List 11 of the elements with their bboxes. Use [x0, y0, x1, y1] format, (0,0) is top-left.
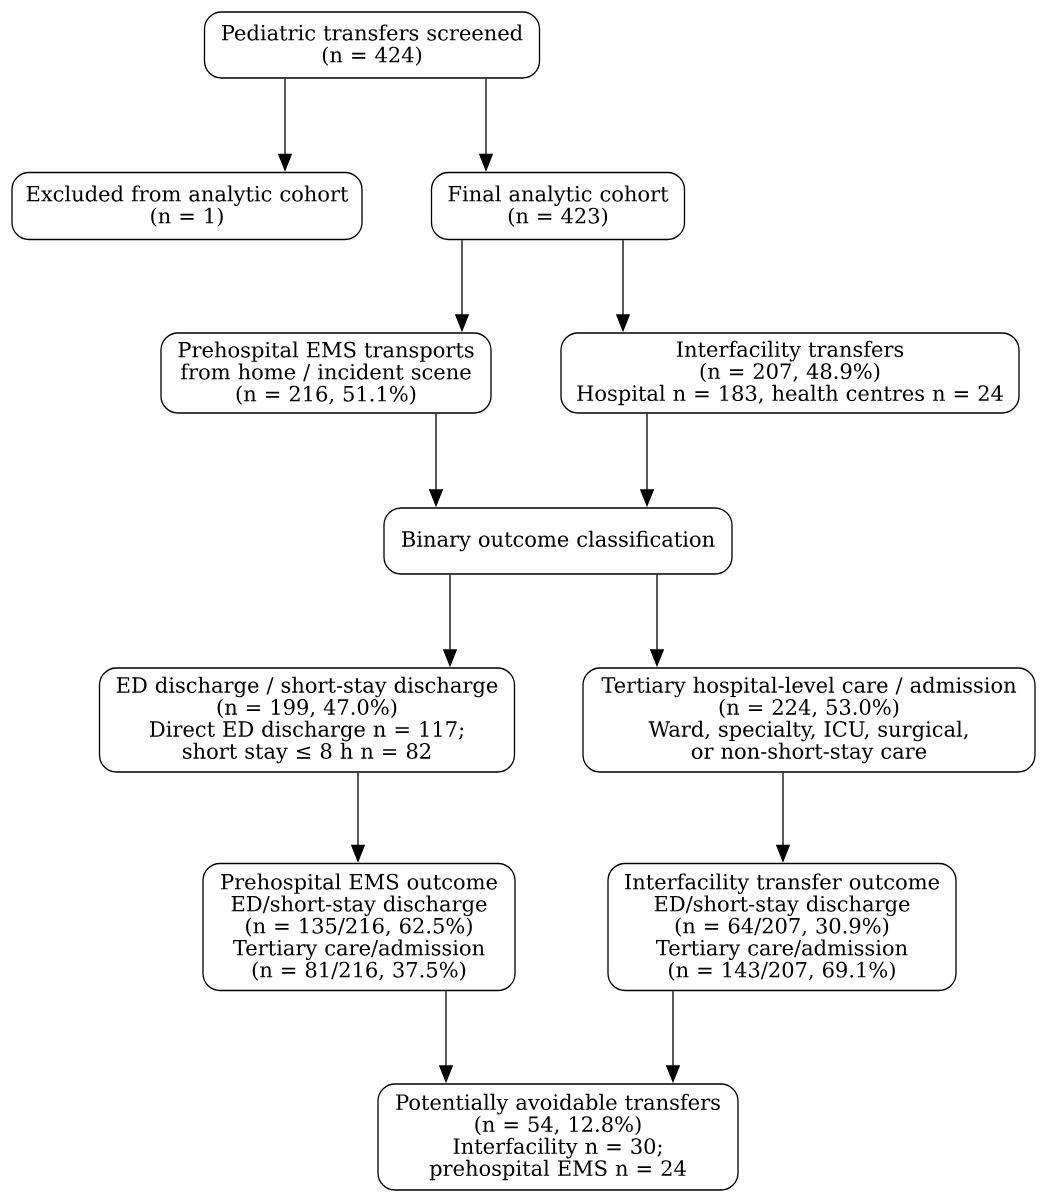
process-box: Prehospital EMS transports from home / incident scene (n = 216, 51.1%)	[160, 332, 492, 414]
process-box: Interfacility transfers (n = 207, 48.9%) Hospital n = 183, health centres n = 24	[560, 332, 1020, 414]
process-box: Potentially avoidable transfers (n = 54, 12.8%) Interfacility n = 30; prehospital EMS n = 24	[377, 1083, 739, 1191]
process-box: ED discharge / short-stay discharge (n = 199, 47.0%) Direct ED discharge n = 117; short stay ≤ 8 h n = 82	[98, 667, 516, 773]
process-box: Binary outcome classification	[383, 507, 733, 575]
process-box: Interfacility transfer outcome ED/short-stay discharge (n = 64/207, 30.9%) Tertiary care/admission (n = 143/207, 69.1%)	[607, 862, 957, 992]
process-box: Prehospital EMS outcome ED/short-stay discharge (n = 135/216, 62.5%) Tertiary care/admission (n = 81/216, 37.5%)	[202, 862, 516, 992]
process-box: Final analytic cohort (n = 423)	[430, 171, 686, 241]
process-box: Pediatric transfers screened (n = 424)	[203, 11, 541, 79]
process-box: Tertiary hospital-level care / admission (n = 224, 53.0%) Ward, specialty, ICU, surgical, or non-short-stay care	[582, 667, 1036, 773]
process-box: Excluded from analytic cohort (n = 1)	[11, 171, 363, 241]
